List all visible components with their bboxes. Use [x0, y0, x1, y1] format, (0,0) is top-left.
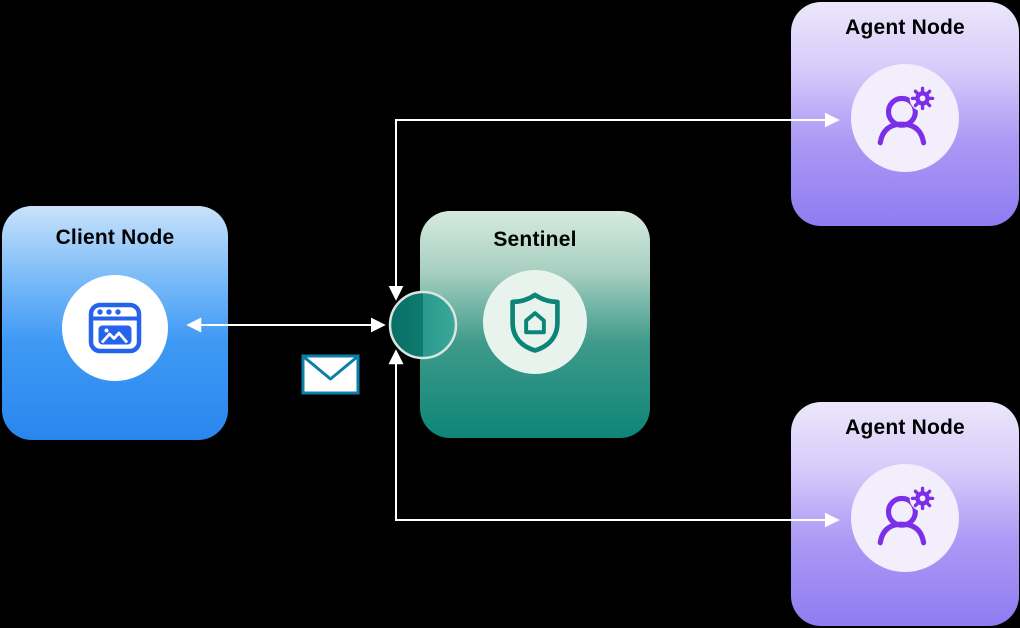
node-agent-bottom: Agent Node — [791, 402, 1019, 626]
agent-top-icon-circle — [851, 64, 959, 172]
node-title-client: Client Node — [55, 226, 175, 249]
node-sentinel: Sentinel — [420, 211, 650, 438]
sentinel-icon-circle — [483, 270, 587, 374]
node-client: Client Node — [2, 206, 228, 440]
client-icon-circle — [62, 275, 168, 381]
browser-image-icon — [88, 302, 142, 354]
node-agent-top: Agent Node — [791, 2, 1019, 226]
agent-bottom-icon-circle — [851, 464, 959, 572]
node-title-sentinel: Sentinel — [493, 228, 577, 251]
user-gear-icon — [877, 485, 936, 546]
envelope-icon — [301, 354, 360, 395]
user-gear-icon — [877, 85, 936, 146]
node-title-agent-top: Agent Node — [845, 16, 965, 39]
shield-home-icon — [510, 292, 560, 353]
node-title-agent-bottom: Agent Node — [845, 416, 965, 439]
